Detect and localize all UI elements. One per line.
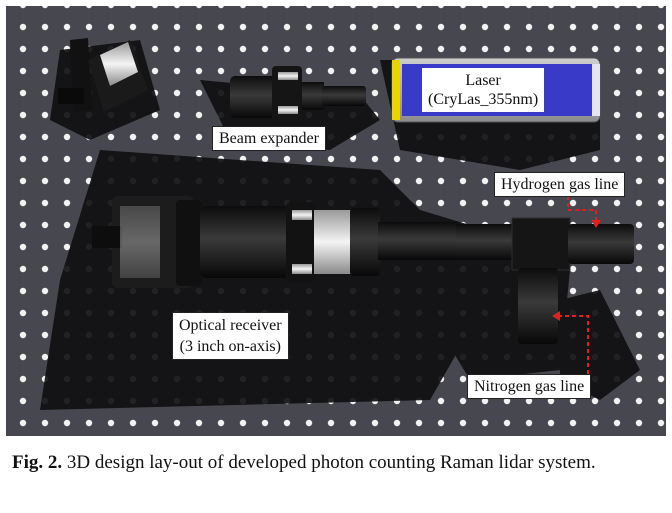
nitrogen-arrow-head (552, 311, 560, 321)
nitrogen-gas-line-label: Nitrogen gas line (467, 374, 592, 399)
hydrogen-gas-line-label: Hydrogen gas line (494, 172, 626, 197)
beam-expander-label: Beam expander (212, 126, 326, 151)
figure-caption: Fig. 2. 3D design lay-out of developed p… (12, 448, 662, 478)
laser-label: Laser (CryLas_355nm) (422, 68, 545, 112)
hydrogen-arrow-head (591, 220, 601, 228)
lidar-3d-layout (6, 6, 666, 436)
laser-label-line1: Laser (465, 72, 501, 89)
gas-line-arrows (560, 196, 597, 374)
beam-expander-text: Beam expander (219, 130, 319, 147)
figure-caption-text: 3D design lay-out of developed photon co… (66, 452, 596, 473)
hydrogen-gas-line-text: Hydrogen gas line (501, 176, 619, 193)
detector-assembly (511, 217, 634, 344)
figure-number: Fig. 2. (12, 452, 63, 473)
nitrogen-gas-line-text: Nitrogen gas line (474, 378, 585, 395)
beam-expander (230, 66, 366, 122)
optical-receiver (92, 196, 514, 288)
mirror-mount (58, 38, 148, 112)
optical-receiver-label: Optical receiver (3 inch on-axis) (172, 312, 289, 360)
optical-receiver-line1: Optical receiver (179, 317, 282, 334)
laser-label-line2: (CryLas_355nm) (428, 91, 539, 108)
optical-receiver-line2: (3 inch on-axis) (179, 338, 281, 355)
